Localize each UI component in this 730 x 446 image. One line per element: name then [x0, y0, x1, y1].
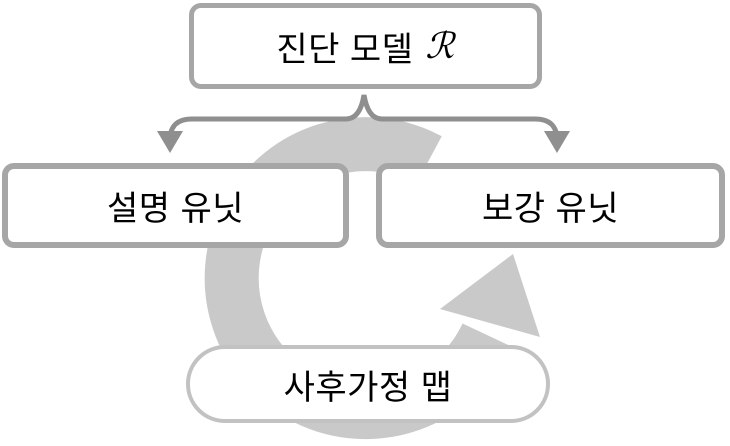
reinforcement-unit-label: 보강 유닛	[481, 190, 620, 228]
counterfactual-map-pill: 사후가정 맵	[186, 345, 550, 423]
explanation-unit-label: 설명 유닛	[106, 190, 245, 228]
split-arrowhead-left-icon	[157, 131, 183, 153]
split-connector-icon	[167, 94, 560, 141]
diagnosis-model-label: 진단 모델	[276, 30, 414, 69]
model-math-symbol: ℛ	[425, 25, 455, 67]
counterfactual-map-label: 사후가정 맵	[283, 368, 453, 407]
reinforcement-unit-box: 보강 유닛	[376, 163, 725, 248]
cycle-arrowhead-icon	[440, 254, 540, 337]
split-arrowhead-right-icon	[544, 131, 570, 153]
diagnosis-model-box: 진단 모델 ℛ	[189, 3, 542, 89]
explanation-unit-box: 설명 유닛	[2, 163, 349, 248]
